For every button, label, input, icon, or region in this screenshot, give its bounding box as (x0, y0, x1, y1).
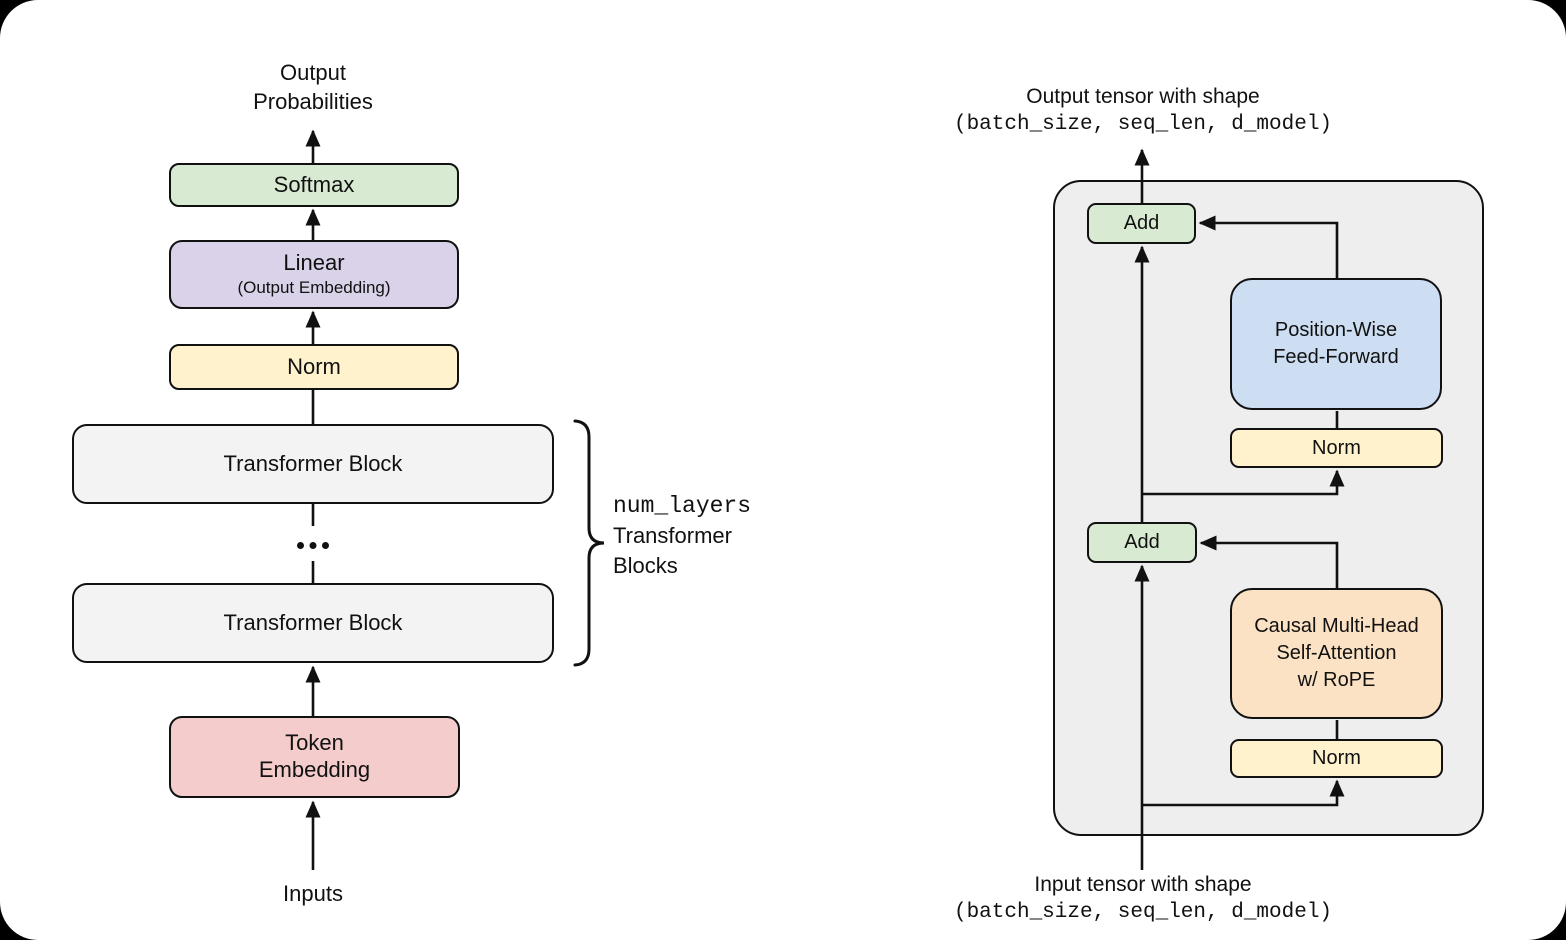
output-probabilities-line2: Probabilities (253, 89, 373, 114)
transformer-block-bottom-box: Transformer Block (72, 583, 554, 663)
norm-lower-label: Norm (1312, 747, 1361, 770)
linear-subtitle: (Output Embedding) (237, 277, 391, 297)
token-embedding-line2: Embedding (258, 757, 371, 782)
add-top-label: Add (1123, 212, 1160, 235)
attention-line3: w/ RoPE (1297, 669, 1376, 691)
inputs-label-wrap: Inputs (113, 879, 513, 908)
stacked-blocks-ellipsis (297, 542, 329, 549)
input-tensor-shape-text: (batch_size, seq_len, d_model) (953, 901, 1333, 924)
final-norm-label: Norm (287, 353, 341, 379)
output-tensor-shape-text: (batch_size, seq_len, d_model) (953, 113, 1333, 136)
add-top-box: Add (1087, 203, 1196, 244)
input-tensor-caption: Input tensor with shape (batch_size, seq… (893, 871, 1393, 927)
linear-box: Linear (Output Embedding) (169, 240, 459, 309)
norm-upper-box: Norm (1230, 428, 1443, 468)
norm-lower-box: Norm (1230, 739, 1443, 778)
input-tensor-caption-text: Input tensor with shape (1034, 873, 1252, 896)
feed-forward-line2: Feed-Forward (1273, 346, 1399, 368)
token-embedding-line1: Token (285, 730, 344, 756)
feed-forward-line1: Position-Wise (1274, 319, 1398, 341)
transformer-block-top-label: Transformer Block (223, 450, 403, 476)
attention-box: Causal Multi-Head Self-Attention w/ RoPE (1230, 588, 1443, 719)
softmax-box: Softmax (169, 163, 459, 207)
num-layers-code-text: num_layers (613, 493, 752, 519)
attention-line2: Self-Attention (1276, 642, 1397, 664)
num-layers-text-line3: Blocks (613, 553, 678, 578)
linear-title: Linear (283, 250, 345, 276)
add-bottom-box: Add (1087, 522, 1197, 563)
num-layers-annotation: num_layers Transformer Blocks (613, 491, 833, 581)
output-probabilities-label: Output Probabilities (113, 58, 513, 116)
output-probabilities-line1: Output (279, 60, 347, 85)
final-norm-box: Norm (169, 344, 459, 390)
token-embedding-box: Token Embedding (169, 716, 460, 798)
num-layers-brace (573, 419, 605, 667)
inputs-label: Inputs (283, 881, 343, 906)
softmax-label: Softmax (273, 171, 355, 197)
transformer-block-bottom-label: Transformer Block (223, 609, 403, 635)
output-tensor-caption: Output tensor with shape (batch_size, se… (893, 83, 1393, 139)
output-tensor-caption-text: Output tensor with shape (1026, 85, 1260, 108)
transformer-block-top-box: Transformer Block (72, 424, 554, 504)
num-layers-text-line2: Transformer (613, 523, 732, 548)
add-bottom-label: Add (1124, 531, 1160, 554)
feed-forward-box: Position-Wise Feed-Forward (1230, 278, 1442, 410)
attention-line1: Causal Multi-Head (1254, 615, 1419, 637)
norm-upper-label: Norm (1312, 436, 1361, 459)
